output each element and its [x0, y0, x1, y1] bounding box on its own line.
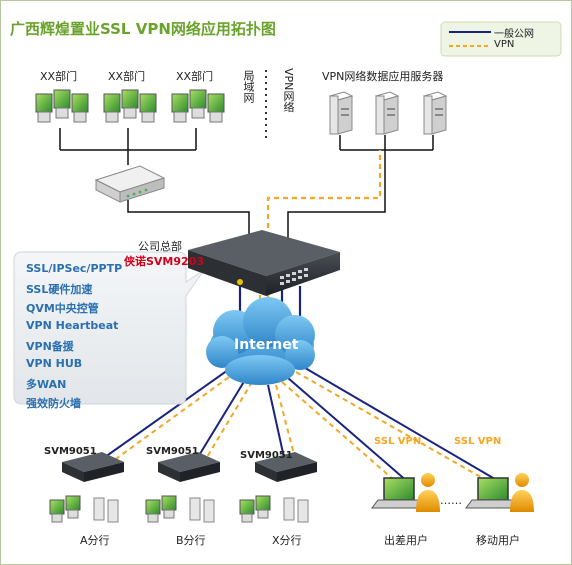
feature-5: VPN备援	[26, 340, 74, 353]
hq-device-label: 侠诺SVM9203	[124, 255, 204, 268]
hq-server-vpn-line	[266, 150, 382, 300]
internet-label: Internet	[234, 337, 299, 353]
laptop-mobile-user	[465, 477, 519, 509]
branch-a-device-label: SVM9051	[44, 446, 97, 457]
person-travel-user	[416, 473, 440, 512]
feature-2: SSL硬件加速	[26, 283, 93, 296]
feature-3: QVM中央控管	[26, 302, 99, 315]
lan-label: 局域网	[242, 70, 255, 103]
diagram-title: 广西辉煌置业SSL VPN网络应用拓扑图	[10, 20, 276, 38]
branch-x-device-label: SVM9051	[240, 450, 293, 461]
department-pc-cluster-1	[35, 89, 89, 123]
legend	[440, 21, 562, 57]
branch-b-devices	[145, 495, 215, 523]
ssl-vpn-label-2: SSL VPN	[454, 436, 502, 447]
laptop-travel-user	[371, 477, 425, 509]
server-1	[328, 91, 354, 135]
branch-b-name: B分行	[176, 534, 206, 547]
feature-8: 强效防火墙	[26, 397, 81, 410]
department-pc-cluster-3	[171, 89, 225, 123]
department-links	[59, 128, 250, 238]
legend-vpn-label: VPN	[494, 39, 515, 50]
feature-1: SSL/IPSec/PPTP	[26, 262, 123, 275]
features-bubble	[13, 251, 205, 405]
department-hub	[94, 165, 166, 203]
internet-cloud	[206, 297, 315, 385]
branch-a-devices	[49, 495, 119, 523]
server-links	[287, 135, 434, 238]
mobile-user-label: 移动用户	[476, 534, 520, 547]
department-pc-cluster-2	[103, 89, 157, 123]
ssl-vpn-label-1: SSL VPN	[374, 436, 422, 447]
vpn-network-label: VPN网络	[282, 68, 295, 113]
feature-4: VPN Heartbeat	[26, 319, 119, 332]
branch-router-x	[255, 452, 317, 482]
remote-users-dots: ……	[440, 494, 462, 507]
branch-router-a	[62, 452, 124, 482]
feature-6: VPN HUB	[26, 357, 83, 370]
hq-router	[188, 230, 340, 296]
department-label-1: XX部门	[40, 70, 78, 83]
branch-b-device-label: SVM9051	[146, 446, 199, 457]
department-label-2: XX部门	[108, 70, 146, 83]
hq-label: 公司总部	[138, 240, 182, 253]
department-label-3: XX部门	[176, 70, 214, 83]
server-3	[422, 91, 448, 135]
server-2	[374, 91, 400, 135]
feature-7: 多WAN	[26, 378, 67, 391]
branch-a-name: A分行	[80, 534, 110, 547]
branch-router-b	[158, 452, 220, 482]
travel-user-label: 出差用户	[384, 534, 428, 547]
branch-vpn-links	[105, 371, 487, 481]
person-mobile-user	[510, 473, 534, 512]
branch-x-name: X分行	[272, 534, 302, 547]
branch-x-devices	[239, 495, 309, 523]
legend-public-label: 一般公网	[494, 29, 534, 40]
server-group-label: VPN网络数据应用服务器	[322, 70, 444, 83]
branch-public-links	[97, 364, 501, 483]
